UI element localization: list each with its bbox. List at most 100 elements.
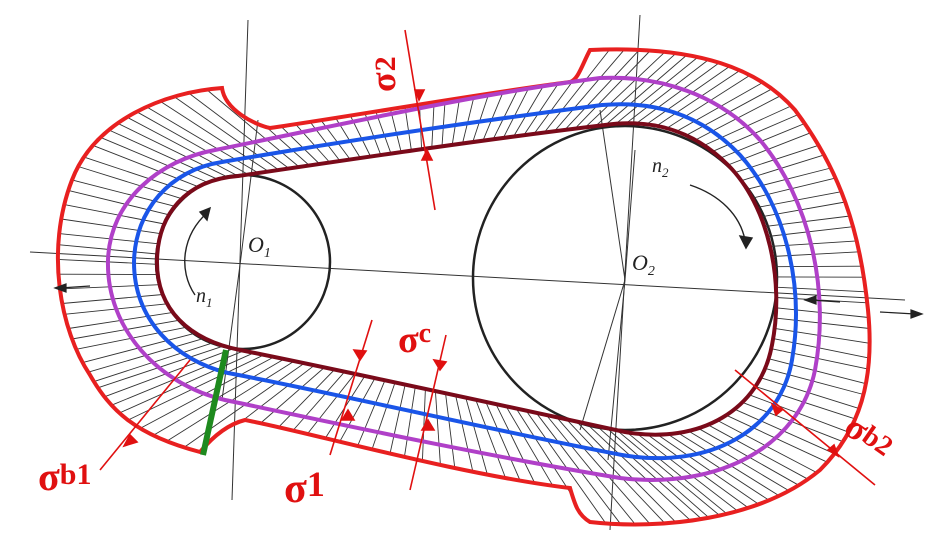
stress-indicators [99, 29, 876, 491]
hatch-line [339, 377, 376, 442]
hatch-line [139, 356, 275, 429]
center-line-arrows [53, 283, 924, 319]
o1-tangent-top [239, 119, 259, 266]
sigma-2-line [404, 29, 436, 211]
sigma-b2-arrow-b [826, 443, 840, 458]
hatch-line [772, 251, 860, 257]
belt [154, 121, 779, 437]
hatch-line [117, 122, 228, 178]
hatch-line [626, 431, 728, 515]
svg-text:σb2: σb2 [837, 406, 900, 467]
n1-label: n1 [196, 285, 213, 310]
hatch-line [545, 414, 636, 525]
hatch-line [625, 59, 709, 124]
n2-arrowhead [738, 235, 754, 250]
hatch-line [616, 429, 720, 516]
hatch-line [482, 91, 504, 141]
hatch-line [404, 106, 412, 151]
sigma-1-label: σ1 [284, 464, 325, 512]
hatch-line [371, 382, 396, 450]
sigma-b1-arrow [122, 433, 139, 448]
construction-lines [29, 14, 906, 531]
hatch-line [647, 434, 749, 509]
hatch-line [136, 111, 249, 175]
hatch-line [278, 369, 335, 428]
hatch-line [586, 423, 692, 522]
hatch-line [773, 265, 863, 268]
hatch-line [126, 116, 239, 177]
hatch-line [574, 50, 651, 130]
hatch-line [100, 136, 209, 183]
hatch-line [421, 388, 426, 462]
sigma-b1-label: σb1 [38, 454, 91, 499]
hatch-line [606, 427, 710, 519]
hatch-line [119, 352, 255, 414]
hatch-line [667, 433, 770, 501]
hatch-line [636, 433, 738, 512]
hatch-line [462, 95, 475, 144]
hatch-line [280, 126, 320, 165]
hatch-line [472, 93, 490, 143]
sigma-1-arrow-top [352, 349, 368, 362]
n2-rotation-arrow [689, 184, 746, 241]
hatch-line [505, 405, 554, 487]
hatch-line [767, 226, 854, 237]
hatch-line [68, 189, 170, 216]
hatch-line [492, 88, 519, 140]
hatch-line [104, 348, 234, 398]
hatch-line [434, 390, 441, 465]
hatch-line [64, 204, 165, 225]
hatch-line [260, 367, 325, 424]
hatch-line [596, 425, 702, 520]
o1-vertical-axis [231, 19, 249, 501]
hatch-line [292, 371, 346, 431]
hatch-line [389, 384, 406, 454]
rotation-arrows [184, 184, 754, 296]
stress-hatching [57, 49, 870, 525]
sigma-2-arrow-bottom [420, 148, 434, 161]
hatch-line [441, 100, 446, 147]
hatch-line [543, 49, 611, 133]
sigma-c-arrow-top [432, 358, 448, 372]
hatch-line [455, 395, 474, 472]
hatch-line [515, 408, 573, 497]
hatch-line [108, 129, 218, 180]
hatch-line [595, 52, 677, 127]
hatch-line [495, 403, 536, 484]
hatch-line [771, 348, 869, 370]
hatch-line [646, 65, 731, 125]
o2-label: O2 [632, 250, 655, 279]
center-line [29, 251, 906, 301]
n2-label: n2 [652, 155, 669, 180]
hatch-line [770, 240, 857, 247]
hatch-line [615, 56, 699, 125]
hatch-line [431, 102, 435, 148]
hatch-line [389, 109, 402, 153]
hatch-line [605, 54, 688, 126]
hatch-line [159, 100, 269, 172]
o1-tangent-bottom [221, 264, 241, 401]
hatch-line [776, 297, 868, 304]
sigma-b2-label: σb2 [837, 406, 900, 467]
hatch-line [775, 286, 866, 293]
hatch-line [554, 49, 625, 132]
hatch-line [403, 386, 416, 457]
sigma-b2-line [734, 369, 876, 486]
hatch-line [741, 154, 825, 182]
stress-envelope [56, 47, 872, 527]
stress-curve-purple [105, 75, 822, 482]
hatch-line [83, 156, 190, 193]
hatch-line [584, 51, 666, 128]
stress-curve-blue [131, 102, 798, 461]
n1-arrowhead [198, 206, 212, 222]
sigma-1-arrow-bottom [340, 408, 356, 421]
hatch-line [564, 49, 640, 131]
hatch-line [776, 307, 869, 318]
hatch-line [445, 393, 456, 469]
hatch-line [502, 87, 530, 139]
hatch-line [61, 218, 161, 235]
hatch-line [71, 179, 175, 207]
hatch-line [556, 416, 651, 525]
hatch-line [92, 144, 199, 188]
